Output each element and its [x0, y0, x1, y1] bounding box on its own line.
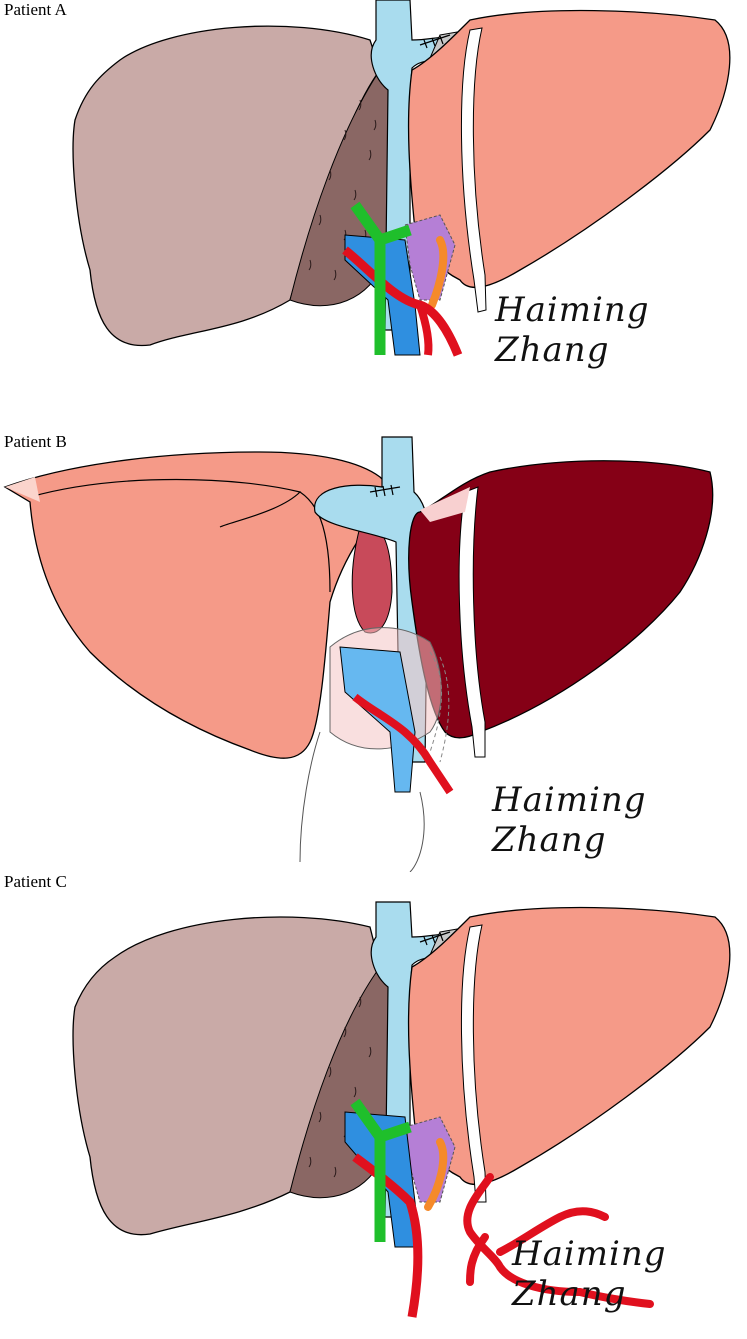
anastomosis-suture: [369, 484, 401, 498]
diagram-patient-a: [72, 0, 731, 357]
bile-duct: [350, 1098, 412, 1242]
graft-lobe-line: [29, 478, 302, 528]
native-liver-left: [72, 916, 381, 1236]
panel-patient-a: Patient A Haiming Zhang: [0, 0, 747, 440]
graft-tip: [5, 477, 40, 502]
panel-label: Patient B: [4, 432, 67, 451]
anastomosis-suture: [419, 931, 451, 946]
blue-vessel: [339, 646, 416, 793]
hepatic-artery: [352, 693, 454, 795]
round-ligament: [460, 27, 487, 313]
arterial-conduit: [463, 1173, 654, 1308]
round-ligament: [458, 486, 486, 758]
bile-duct: [350, 201, 412, 355]
round-ligament: [460, 924, 487, 1203]
artist-signature: Haiming Zhang: [495, 290, 650, 370]
congested-segment: [351, 524, 393, 634]
diagram-patient-b: [3, 436, 714, 872]
orange-vessel: [428, 236, 448, 309]
hepatic-artery: [342, 246, 463, 357]
anastomosis-suture: [419, 34, 451, 49]
graft-liver: [407, 906, 731, 1186]
diagram-patient-c: [72, 901, 731, 1318]
artist-signature: Haiming Zhang: [512, 1234, 667, 1314]
panel-label: Patient C: [4, 872, 67, 891]
panel-patient-b: Patient B Haiming Zhang: [0, 432, 747, 872]
native-liver-left: [72, 25, 381, 347]
hepatic-artery-branch: [416, 303, 433, 356]
panel-patient-c: Patient C Haiming Zhang: [0, 872, 747, 1339]
panel-label: Patient A: [4, 0, 67, 19]
orange-vessel: [424, 1138, 448, 1211]
ligament: [420, 487, 470, 522]
graft-liver: [407, 9, 731, 289]
artist-signature: Haiming Zhang: [492, 780, 647, 860]
graft-liver-large: [3, 451, 396, 759]
